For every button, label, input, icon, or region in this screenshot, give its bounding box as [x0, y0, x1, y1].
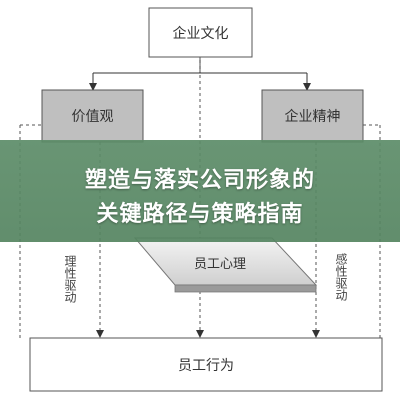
banner-title-line-2: 关键路径与策略指南: [96, 202, 304, 227]
banner-title-line-1: 塑造与落实公司形象的: [84, 168, 315, 193]
right-box-label: 企业精神: [284, 109, 341, 125]
middle-slab-edge: [174, 284, 317, 293]
top-box-label: 企业文化: [172, 25, 229, 42]
top-box: [148, 7, 253, 58]
middle-box-label: 员工心理: [193, 256, 246, 272]
right-box: [261, 89, 364, 143]
bottom-box: [29, 337, 383, 392]
left-box-label: 价值观: [71, 109, 114, 125]
title-banner: 塑造与落实公司形象的 关键路径与策略指南: [0, 140, 400, 242]
left-side-label: 理性驱动: [63, 255, 77, 303]
right-side-label: 感性驱动: [334, 253, 348, 301]
bottom-box-label: 员工行为: [178, 357, 234, 374]
